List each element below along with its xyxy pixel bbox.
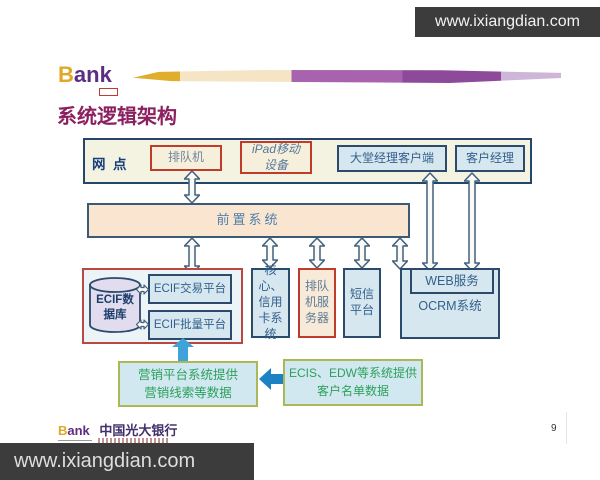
core-card-system-label: 核心、 信用 卡系 统 [258, 263, 283, 341]
queue-machine-label: 排队机 [167, 150, 204, 165]
ipad-device-label: iPad移动 设备 [251, 141, 301, 172]
bottom-watermark-bar: www.ixiangdian.com [0, 443, 254, 480]
marketing-note-box: 营销平台系统提供 营销线索等数据 [118, 361, 258, 407]
queue-server-box: 排队 机服 务器 [298, 268, 336, 338]
arrow-manager-web [463, 172, 481, 272]
connector-db-batch [135, 318, 150, 331]
core-card-system-box: 核心、 信用 卡系 统 [251, 263, 290, 341]
arrow-front-queue-server [308, 237, 326, 269]
queue-server-label: 排队 机服 务器 [304, 279, 329, 325]
logo-red-mark [99, 88, 118, 96]
brand-logo: Bank [58, 62, 112, 88]
web-service-label: WEB服务 [425, 273, 479, 288]
account-manager-box: 客户经理 [455, 145, 525, 172]
footer-tagline-dots [98, 438, 170, 443]
footer-tagline-line [58, 440, 92, 441]
account-manager-label: 客户经理 [465, 150, 514, 165]
lobby-client-box: 大堂经理客户端 [337, 145, 447, 172]
arrow-marketing-up [172, 338, 194, 362]
arrow-lobby-web [421, 172, 439, 272]
page-number: 9 [551, 423, 557, 434]
ecis-note-box: ECIS、EDW等系统提供 客户名单数据 [283, 359, 423, 406]
ecif-database-cylinder [88, 276, 142, 334]
front-system-label: 前置系统 [216, 212, 281, 228]
arrow-ecis-left [259, 367, 283, 391]
ecis-note-label: ECIS、EDW等系统提供 客户名单数据 [288, 366, 417, 398]
ecif-trade-label: ECIF交易平台 [153, 282, 227, 295]
footer-logo: Bank 中国光大银行 [58, 420, 177, 439]
sms-platform-box: 短信 平台 [343, 268, 381, 338]
top-watermark-text: www.ixiangdian.com [435, 13, 580, 30]
front-system-bar: 前置系统 [87, 203, 410, 238]
queue-machine-box: 排队机 [150, 145, 222, 171]
ocrm-label: OCRM系统 [418, 298, 482, 313]
page-title: 系统逻辑架构 [57, 106, 177, 128]
bottom-watermark-text: www.ixiangdian.com [14, 450, 196, 472]
ecif-database-text: ECIF数 据库 [96, 294, 134, 321]
footer-tagline [58, 437, 178, 443]
top-watermark-bar: www.ixiangdian.com [415, 7, 600, 37]
ecif-trade-box: ECIF交易平台 [148, 274, 232, 304]
marketing-note-label: 营销平台系统提供 营销线索等数据 [137, 367, 238, 400]
brand-logo-b: B [58, 62, 74, 87]
footer-logo-b: B [58, 423, 68, 438]
connector-db-trade [135, 283, 150, 296]
web-service-box: WEB服务 [410, 268, 494, 294]
lobby-client-label: 大堂经理客户端 [349, 150, 434, 165]
footer-logo-rest: ank [67, 423, 90, 438]
footer-bank-name: 中国光大银行 [99, 423, 178, 438]
ecif-batch-box: ECIF批量平台 [148, 310, 232, 340]
sms-platform-label: 短信 平台 [349, 287, 374, 317]
arrow-queue-front [183, 170, 201, 204]
ecif-batch-label: ECIF批量平台 [153, 318, 227, 331]
brand-logo-rest: ank [73, 62, 112, 87]
arrow-front-web [391, 237, 409, 270]
branch-label: 网 点 [92, 157, 127, 172]
brand-ribbon [133, 70, 561, 83]
arrow-front-sms [353, 237, 371, 269]
ocrm-label-wrap: OCRM系统 [400, 296, 500, 316]
page-number-divider [566, 412, 567, 444]
ipad-device-box: iPad移动 设备 [240, 141, 312, 174]
ecif-database-label: ECIF数 据库 [88, 288, 142, 328]
